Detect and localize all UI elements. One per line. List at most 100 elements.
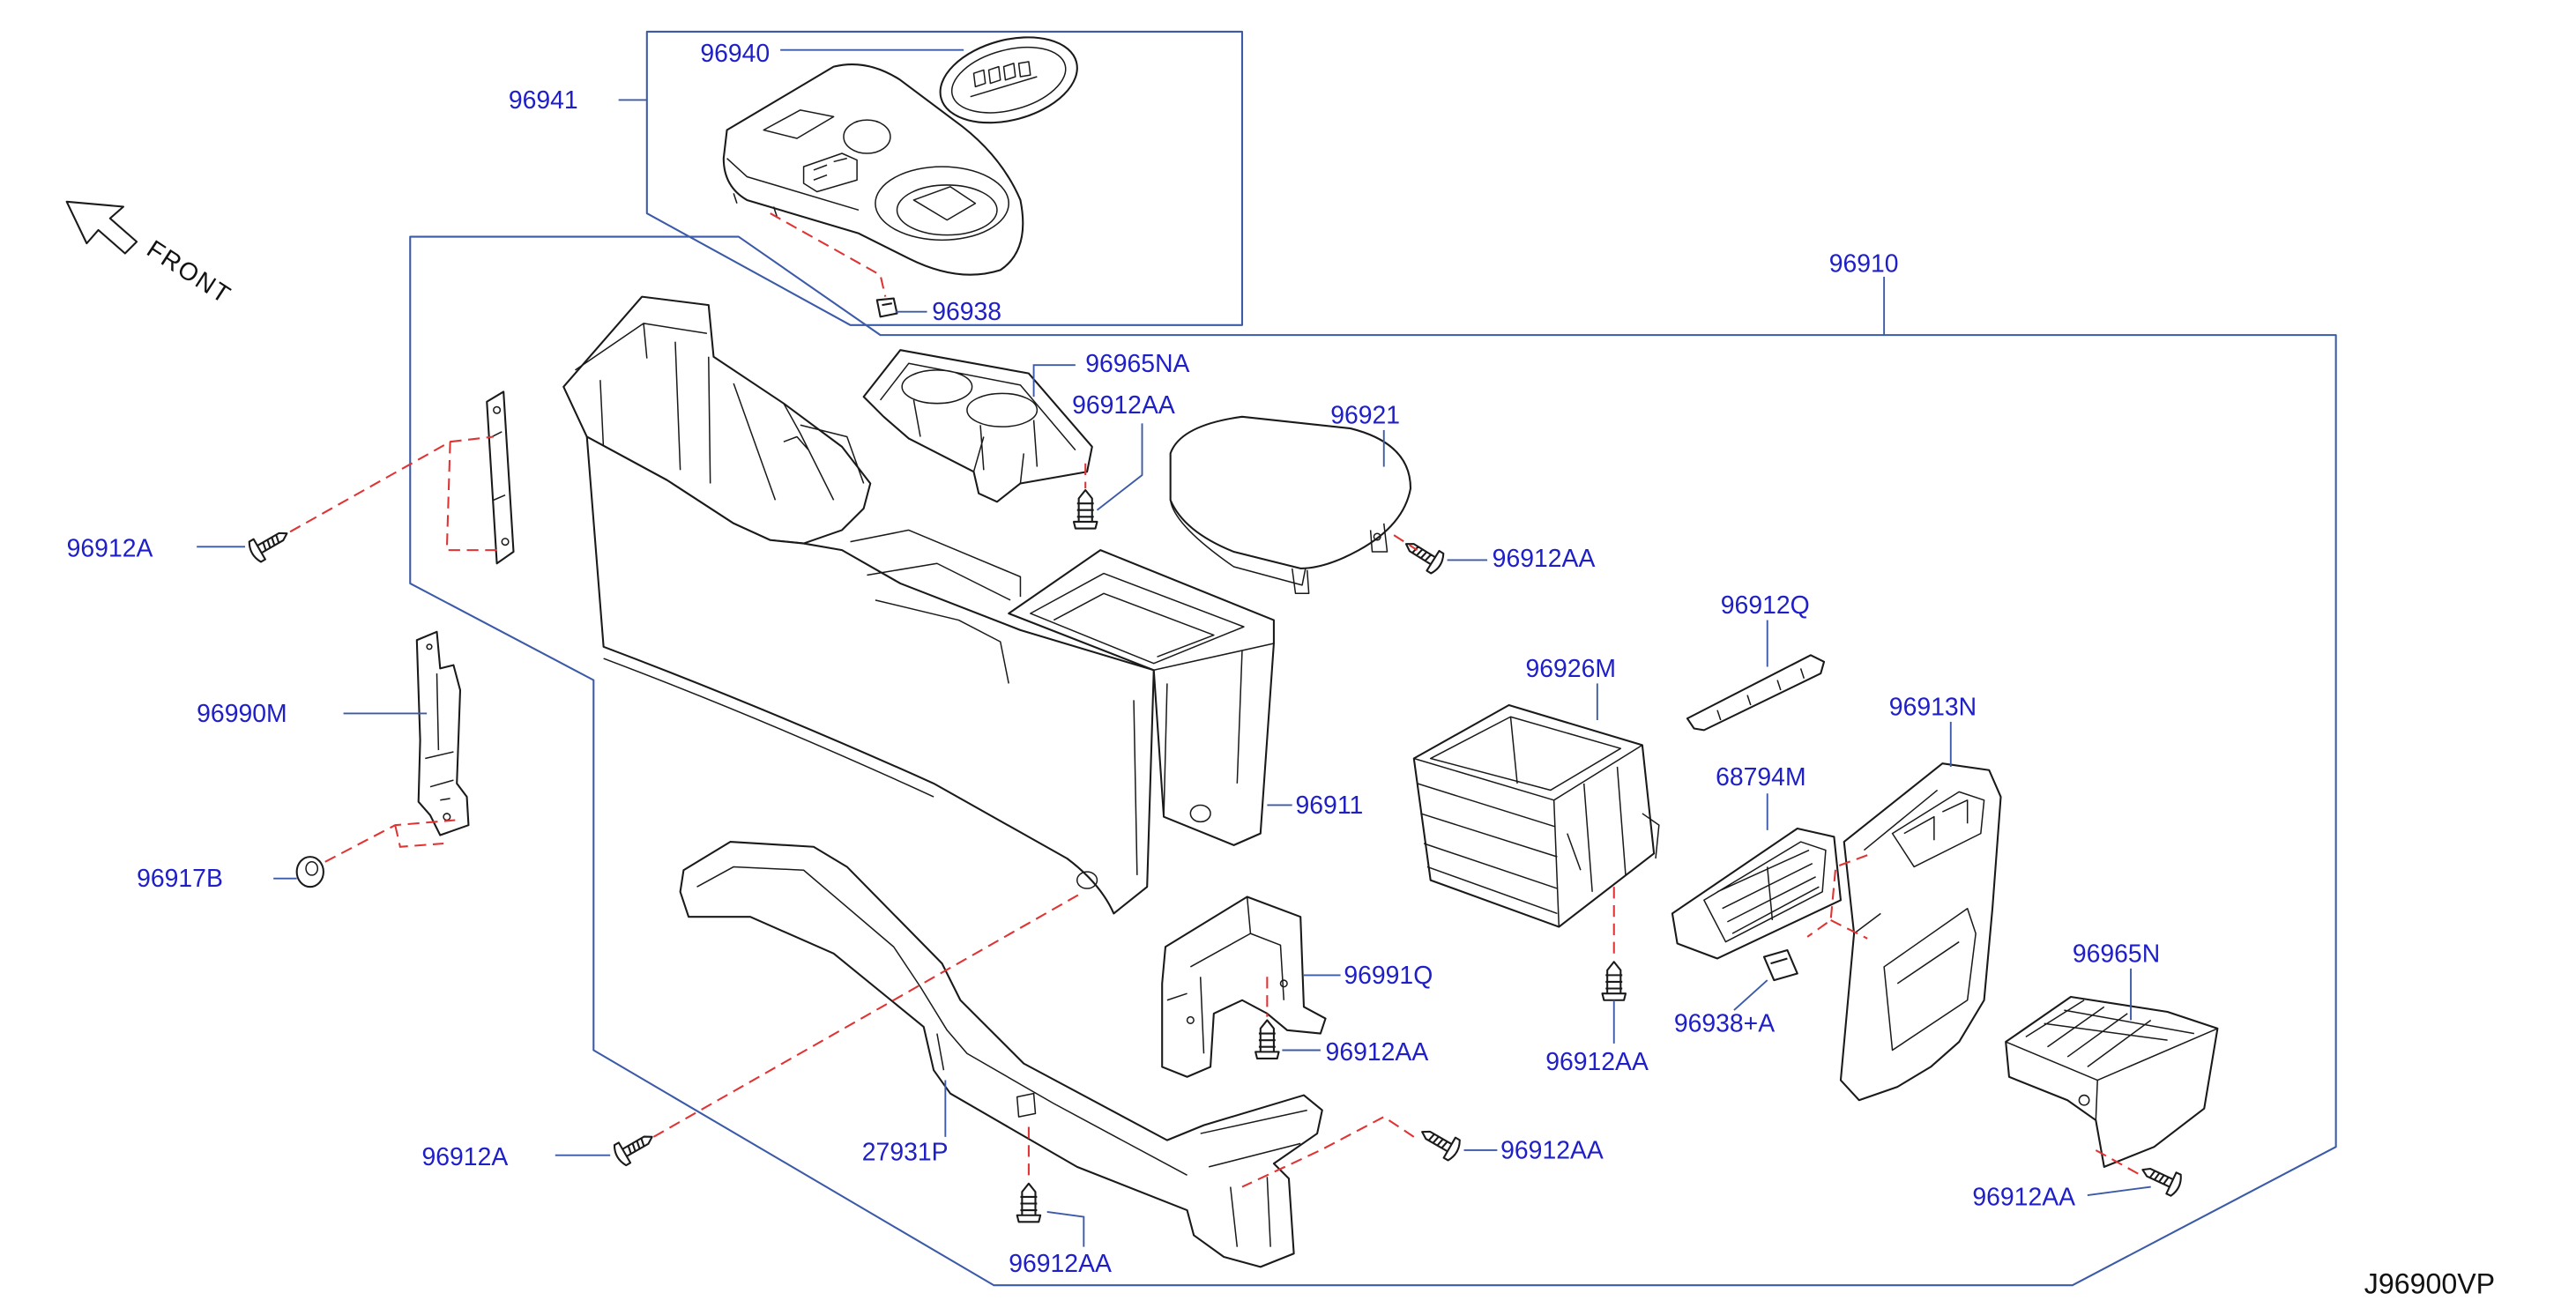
part-96965N-outline bbox=[2005, 995, 2219, 1168]
screw-icon bbox=[1404, 543, 1445, 575]
part-96941-drawing bbox=[722, 63, 1024, 276]
callout-96921: 96921 bbox=[1330, 401, 1400, 429]
part-96917B-nut bbox=[295, 856, 324, 888]
push-clip-icon bbox=[1072, 488, 1098, 530]
part-96911-front-tower-details bbox=[562, 323, 865, 501]
screw-96912AA-armrest bbox=[1404, 543, 1445, 575]
part-96912Q-drawing bbox=[1686, 654, 1826, 732]
part-96921-details bbox=[1169, 500, 1389, 595]
part-68794M-drawing bbox=[1671, 827, 1842, 960]
callout-96913N: 96913N bbox=[1889, 693, 1977, 721]
part-96926M-outline bbox=[1412, 703, 1656, 928]
attachment-lines bbox=[289, 212, 2141, 1188]
part-27931P-details bbox=[696, 866, 1307, 1247]
callout-96911: 96911 bbox=[1296, 791, 1364, 820]
callout-96965NA: 96965NA bbox=[1085, 350, 1189, 378]
leader-96938-plus-a bbox=[1733, 979, 1768, 1011]
callout-96990M: 96990M bbox=[197, 700, 287, 728]
nut-flange bbox=[295, 856, 324, 888]
callout-96917B: 96917B bbox=[137, 865, 223, 893]
leader-lines bbox=[197, 48, 2151, 1247]
callout-labels: 96940 96941 96938 96910 96965NA 96912AA … bbox=[67, 40, 2161, 1278]
callout-96938-plus-a: 96938+A bbox=[1674, 1010, 1775, 1038]
clip-96912AA-duct bbox=[1016, 1182, 1042, 1223]
callout-68794M: 68794M bbox=[1716, 763, 1805, 791]
part-96912Q-outline bbox=[1686, 654, 1826, 732]
part-68794M-details bbox=[1703, 841, 1827, 943]
part-96938-plus-a-clip bbox=[1762, 948, 1798, 982]
part-96911-side-panel-details bbox=[603, 529, 1138, 889]
part-96938-clip bbox=[875, 297, 898, 318]
part-96965NA-details bbox=[879, 362, 1076, 484]
clip-96912AA-upper bbox=[1072, 488, 1098, 530]
callout-96938: 96938 bbox=[932, 298, 1001, 326]
part-96940-slots bbox=[970, 61, 1038, 98]
part-96965N-details bbox=[2005, 1000, 2218, 1120]
screw-icon bbox=[613, 1135, 653, 1167]
part-96940-outline bbox=[939, 36, 1078, 124]
part-96911-drawing bbox=[562, 295, 1275, 915]
part-96913N-details bbox=[1853, 789, 1985, 1052]
leader-96912AA-pocket bbox=[2087, 1185, 2151, 1196]
group-frame-96910 bbox=[409, 235, 2337, 1287]
callout-96912AA-duct-right: 96912AA bbox=[1500, 1136, 1604, 1164]
screw-96912A-lower bbox=[613, 1135, 653, 1167]
part-27931P-outline bbox=[679, 841, 1323, 1268]
left-mount-bracket-outline bbox=[486, 390, 515, 565]
part-96921-drawing bbox=[1169, 415, 1412, 595]
callout-96912A-upper: 96912A bbox=[67, 535, 153, 563]
nut-hole bbox=[305, 861, 319, 876]
parts bbox=[248, 36, 2219, 1268]
part-96912Q-details bbox=[1716, 668, 1805, 721]
part-96991Q-details bbox=[1166, 896, 1288, 1054]
part-96990M-outline bbox=[415, 630, 470, 836]
front-label: FRONT bbox=[142, 235, 236, 310]
attachment-line-96938-plus-a bbox=[1806, 854, 1868, 940]
part-96941-outline bbox=[722, 63, 1024, 276]
clip-96912AA-box bbox=[1601, 961, 1627, 1001]
push-clip-icon bbox=[1254, 1019, 1280, 1059]
callout-27931P: 27931P bbox=[862, 1138, 949, 1166]
left-mount-bracket-drawing bbox=[486, 390, 515, 565]
group-frame-96941 bbox=[645, 30, 1244, 326]
part-68794M-outline bbox=[1671, 827, 1842, 960]
part-96940-drawing bbox=[939, 36, 1078, 124]
part-96965N-drawing bbox=[2005, 995, 2219, 1168]
part-96926M-drawing bbox=[1412, 703, 1660, 928]
attachment-line-96938 bbox=[770, 212, 887, 297]
attachment-line-96912A-upper bbox=[289, 435, 497, 552]
part-96911-side-panel bbox=[585, 435, 1155, 915]
callout-96912AA-box: 96912AA bbox=[1545, 1048, 1649, 1076]
left-mount-bracket-details bbox=[491, 405, 510, 546]
part-96926M-details bbox=[1413, 716, 1660, 927]
group-frames bbox=[409, 30, 2337, 1287]
part-96921-outline bbox=[1169, 415, 1412, 569]
screw-96912A-upper bbox=[248, 531, 288, 563]
part-96911-rear-box bbox=[1008, 549, 1275, 846]
callout-96965N: 96965N bbox=[2073, 940, 2160, 968]
part-96990M-details bbox=[425, 643, 454, 821]
attachment-line-96912A-lower bbox=[652, 890, 1084, 1138]
callout-96912Q: 96912Q bbox=[1721, 591, 1810, 620]
callout-96912AA-duct: 96912AA bbox=[1009, 1250, 1112, 1278]
callout-96912AA-armrest: 96912AA bbox=[1493, 545, 1596, 573]
part-27931P-drawing bbox=[679, 841, 1323, 1268]
leader-96912AA-duct bbox=[1046, 1211, 1085, 1247]
attachment-line-96912AA-duct-right bbox=[1241, 1115, 1415, 1188]
part-96940-inner-rim bbox=[950, 46, 1067, 114]
leader-96965NA bbox=[1032, 364, 1076, 398]
attachment-line-96917B bbox=[324, 819, 456, 863]
callout-96912A-lower: 96912A bbox=[421, 1143, 508, 1171]
screw-96912AA-duct-right bbox=[1421, 1130, 1461, 1162]
attachment-line-96912AA-pocket bbox=[2095, 1149, 2141, 1177]
callout-96991Q: 96991Q bbox=[1344, 962, 1433, 990]
part-96913N-drawing bbox=[1839, 762, 2002, 1102]
part-96990M-drawing bbox=[415, 630, 470, 836]
callout-96912AA-upper: 96912AA bbox=[1072, 391, 1175, 420]
screw-icon bbox=[1421, 1130, 1461, 1162]
part-96941-details bbox=[726, 109, 1009, 242]
screw-96912AA-pocket bbox=[2141, 1167, 2182, 1197]
screw-icon bbox=[2141, 1167, 2182, 1197]
push-clip-icon bbox=[1016, 1182, 1042, 1223]
